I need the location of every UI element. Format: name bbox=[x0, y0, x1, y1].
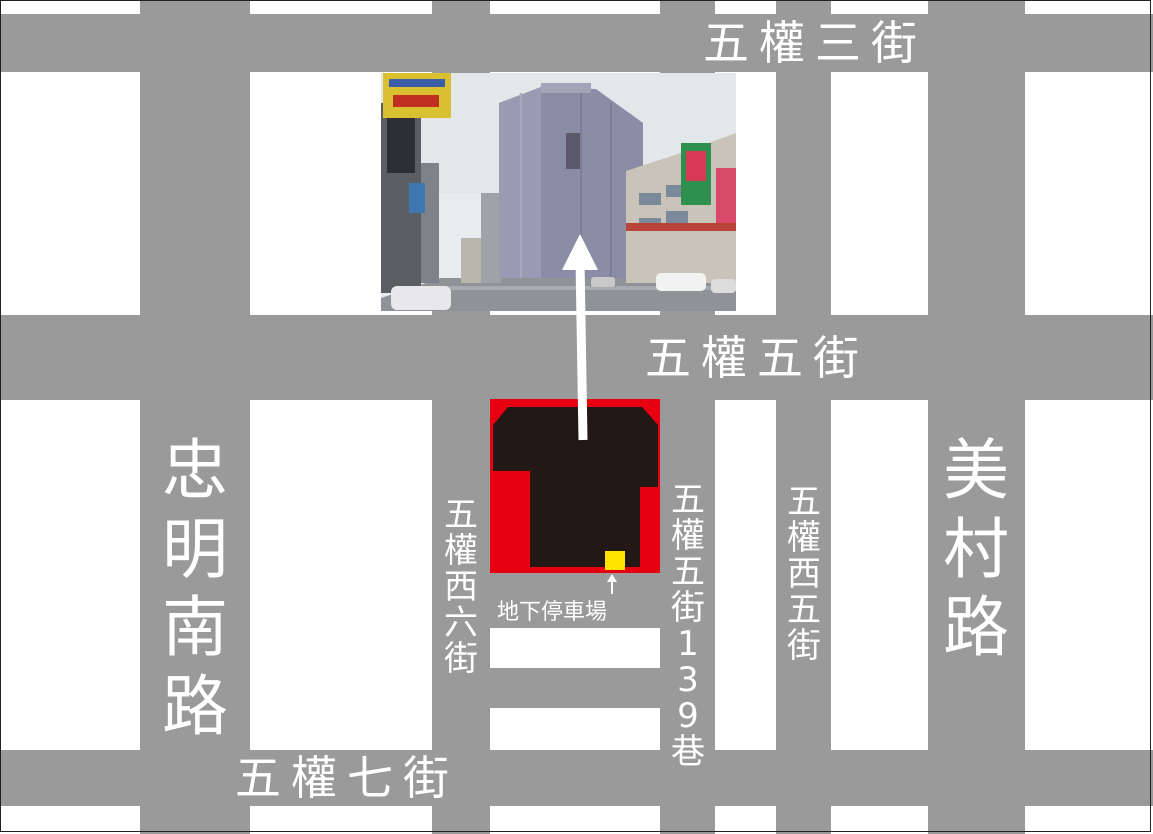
street-label-wuquan-7th: 五權七街 bbox=[235, 751, 459, 805]
street-label-wuquan-west-6th: 五權西六街 bbox=[444, 495, 478, 680]
road-zhongming-south-road bbox=[140, 0, 250, 834]
road-bottom-stub-3 bbox=[660, 806, 715, 834]
street-label-wuquan-west-5th: 五權西五街 bbox=[787, 482, 821, 667]
road-top-stub-5 bbox=[928, 0, 1025, 14]
road-top-stub-3 bbox=[660, 0, 715, 14]
street-label-wuquan-5th-lane-139: 五權五街139巷 bbox=[671, 480, 705, 773]
street-label-wuquan-5th: 五權五街 bbox=[645, 331, 869, 385]
road-bottom-stub-1 bbox=[140, 806, 250, 834]
street-photo bbox=[381, 73, 736, 311]
block-lane-1 bbox=[490, 628, 660, 668]
road-top-stub-2 bbox=[432, 0, 490, 14]
map-edge-top-mid bbox=[250, 0, 432, 14]
road-bottom-stub-5 bbox=[928, 806, 1025, 834]
parking-pointer-arrow-icon bbox=[600, 573, 624, 595]
road-lane-under-site bbox=[490, 573, 660, 628]
road-wuquan-west-5th-street bbox=[776, 0, 831, 834]
road-bottom-stub-2 bbox=[432, 806, 490, 834]
street-label-wuquan-3rd: 五權三街 bbox=[703, 16, 927, 70]
block-lane-2 bbox=[490, 708, 660, 750]
direction-arrow-up-icon bbox=[540, 220, 620, 450]
street-label-zhongming-south: 忠明南路 bbox=[162, 432, 228, 745]
street-label-meicun: 美村路 bbox=[943, 432, 1009, 667]
parking-label: 地下停車場 bbox=[497, 600, 608, 625]
site-building bbox=[490, 399, 660, 573]
road-meicun-road bbox=[928, 0, 1025, 834]
parking-entrance-marker bbox=[605, 551, 625, 570]
road-top-stub-4 bbox=[776, 0, 831, 14]
road-lane-connector-1 bbox=[490, 668, 660, 708]
street-photo-drawing bbox=[381, 73, 736, 311]
map-edge-top-left bbox=[0, 0, 140, 14]
road-bottom-stub-4 bbox=[776, 806, 831, 834]
road-top-stub-1 bbox=[140, 0, 250, 14]
site-building-drawing bbox=[490, 399, 660, 573]
